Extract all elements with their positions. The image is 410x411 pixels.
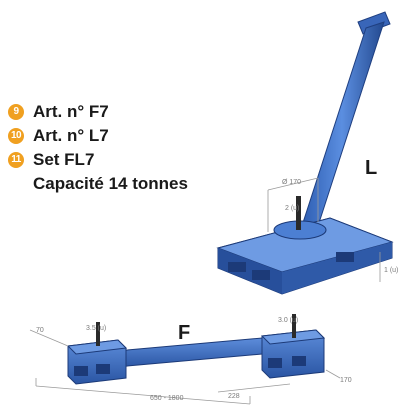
legend-item: 11 Set FL7 [8,148,238,172]
legend-item-label: Art. n° L7 [33,126,109,145]
product-legend: 9 Art. n° F7 10 Art. n° L7 11 Set FL7 Ca… [8,100,238,196]
dimension-l-height: 2 (u) [285,205,299,212]
dimension-f-right-side: 170 [340,377,352,384]
item-number-badge: 9 [8,104,24,120]
dimension-f-right-load: 3.0 (u) [278,317,298,324]
legend-item: 10 Art. n° L7 [8,124,238,148]
item-number-badge: 10 [8,128,24,144]
dimension-l-width: Ø 170 [282,179,301,186]
legend-item-label: Art. n° F7 [33,102,109,121]
item-number-badge: 11 [8,152,24,168]
figure-label-l: L [365,157,378,179]
skate-l-drawing: Ø 170 2 (u) 1 (u) [216,11,398,295]
capacity-label: Capacité 14 tonnes [33,174,188,193]
legend-item: 9 Art. n° F7 [8,100,238,124]
dimension-f-left-side: 70 [36,327,44,334]
dimension-f-left-load: 3.5 (u) [86,325,106,332]
legend-item-label: Set FL7 [33,150,95,169]
dimension-f-length: 650 - 1800 [150,395,184,402]
dimension-f-width: 228 [228,393,240,400]
figure-label-f: F [178,322,191,344]
skate-f-drawing: 3.5 (u) 3.0 (u) 70 170 650 - 1800 228 [29,314,352,405]
dimension-l-side: 1 (u) [384,267,398,274]
